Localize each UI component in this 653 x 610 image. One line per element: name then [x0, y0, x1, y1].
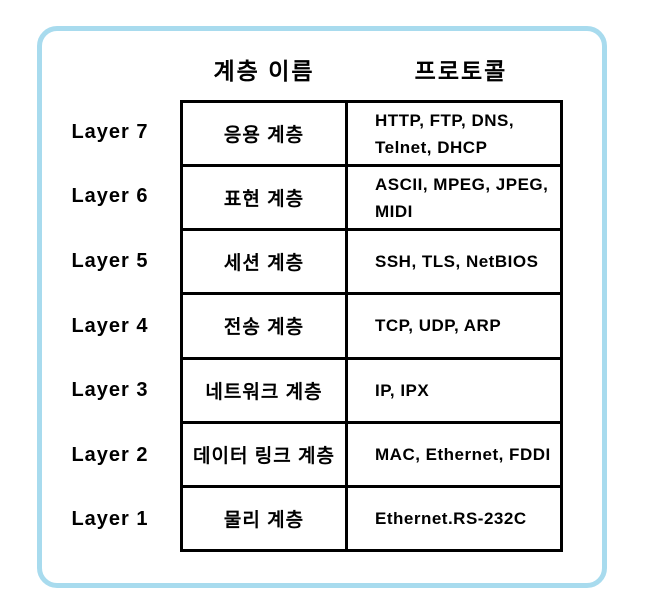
layer-protocol-cell: HTTP, FTP, DNS, Telnet, DHCP: [375, 110, 515, 157]
layer-name-cell: 세션 계층: [183, 231, 348, 293]
layer-name-cell: 표현 계층: [183, 167, 348, 229]
layer-protocol-cell: ASCII, MPEG, JPEG, MIDI: [375, 174, 549, 221]
layer-name-cell: 물리 계층: [183, 487, 348, 549]
table-row: 네트워크 계층 IP, IPX: [183, 356, 560, 421]
column-header-protocol: 프로토콜: [414, 58, 508, 84]
layer-label-4: Layer 4: [71, 314, 149, 337]
layer-label-3: Layer 3: [71, 379, 149, 402]
layer-label-1: Layer 1: [71, 508, 149, 531]
layer-protocol-cell: IP, IPX: [375, 380, 430, 400]
layer-protocol-cell: TCP, UDP, ARP: [375, 316, 502, 336]
table-row: 세션 계층 SSH, TLS, NetBIOS: [183, 228, 560, 293]
column-header-layer-name: 계층 이름: [213, 58, 315, 84]
layer-label-7: Layer 7: [71, 120, 149, 143]
layer-name-cell: 네트워크 계층: [183, 359, 348, 421]
layer-protocol-cell: MAC, Ethernet, FDDI: [375, 444, 551, 464]
layer-name-cell: 전송 계층: [183, 295, 348, 357]
table-row: 표현 계층 ASCII, MPEG, JPEG, MIDI: [183, 164, 560, 229]
layer-label-5: Layer 5: [71, 249, 149, 272]
layer-protocol-cell: Ethernet.RS-232C: [375, 508, 527, 528]
table-row: 물리 계층 Ethernet.RS-232C: [183, 484, 560, 549]
layer-name-cell: 응용 계층: [183, 103, 348, 165]
table-row: 전송 계층 TCP, UDP, ARP: [183, 292, 560, 357]
layer-label-column: Layer 7 Layer 6 Layer 5 Layer 4 Layer 3 …: [40, 100, 180, 552]
osi-table: 응용 계층 HTTP, FTP, DNS, Telnet, DHCP 표현 계층…: [180, 100, 563, 552]
layer-protocol-cell: SSH, TLS, NetBIOS: [375, 252, 539, 272]
table-row: 응용 계층 HTTP, FTP, DNS, Telnet, DHCP: [183, 103, 560, 165]
layer-label-2: Layer 2: [71, 443, 149, 466]
layer-label-6: Layer 6: [71, 185, 149, 208]
layer-name-cell: 데이터 링크 계층: [183, 423, 348, 485]
table-row: 데이터 링크 계층 MAC, Ethernet, FDDI: [183, 420, 560, 485]
